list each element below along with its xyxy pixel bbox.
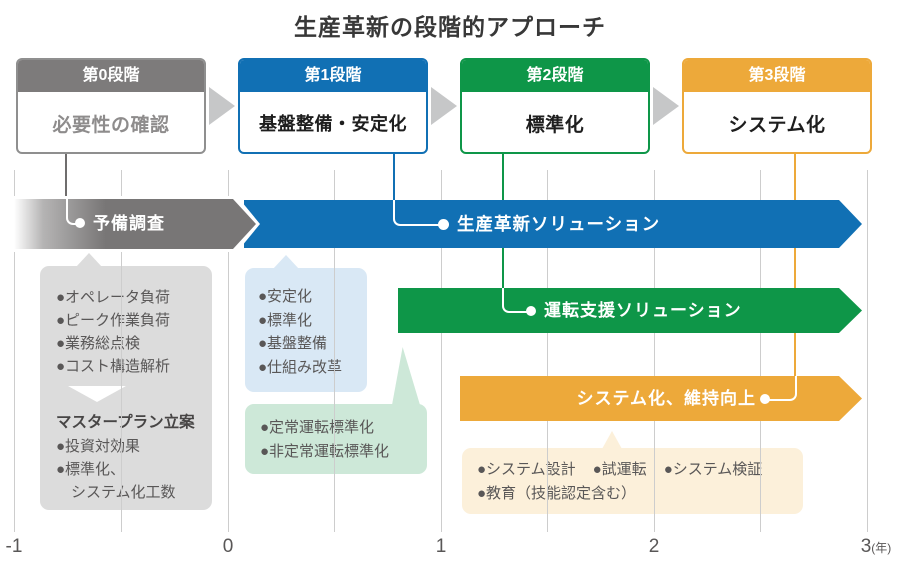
stage-box-1: 第1段階 基盤整備・安定化 bbox=[238, 58, 428, 154]
bar-operation-support-solution: 運転支援ソリューション bbox=[398, 288, 862, 333]
tick-suffix: (年) bbox=[871, 541, 892, 555]
stage1-item-list: ●安定化 ●標準化 ●基盤整備 ●仕組み改革 bbox=[258, 285, 363, 379]
elbow-connector bbox=[66, 199, 81, 225]
list-item: ●基盤整備 bbox=[258, 335, 328, 352]
page-title: 生産革新の段階的アプローチ bbox=[294, 14, 606, 40]
bullet-dot bbox=[760, 394, 770, 404]
masterplan-item-list: ●投資対効果 ●標準化、 システム化工数 bbox=[56, 435, 204, 504]
callout-tail-up bbox=[76, 253, 102, 267]
bar-label: 生産革新ソリューション bbox=[457, 214, 661, 234]
stage-title: 必要性の確認 bbox=[52, 114, 170, 136]
list-item: ●投資対効果 bbox=[56, 438, 141, 455]
gridline bbox=[14, 170, 15, 532]
preliminary-item-list: ●オペレータ負荷 ●ピーク作業負荷 ●業務総点検 ●コスト構造解析 bbox=[56, 286, 204, 378]
callout-stage1-details: ●安定化 ●標準化 ●基盤整備 ●仕組み改革 bbox=[245, 255, 367, 392]
elbow-connector bbox=[393, 200, 445, 226]
callout-tail-diagonal bbox=[392, 347, 420, 405]
connector-stage1-line bbox=[393, 152, 395, 210]
stage-title: 標準化 bbox=[525, 114, 585, 136]
list-item: ●教育（技能認定含む） bbox=[477, 485, 637, 502]
axis-tick-label: 3(年) bbox=[861, 536, 892, 558]
stage-header: 第2段階 bbox=[462, 60, 648, 92]
axis-tick-label: 0 bbox=[223, 536, 234, 558]
down-triangle-icon bbox=[68, 386, 126, 402]
gridline bbox=[760, 170, 761, 532]
stage-box-2: 第2段階 標準化 bbox=[460, 58, 650, 154]
stage-box-3: 第3段階 システム化 bbox=[682, 58, 872, 154]
bar-preliminary-survey: 予備調査 bbox=[14, 199, 256, 249]
callout-stage3-details: ●システム設計 ●試運転 ●システム検証 ●教育（技能認定含む） bbox=[462, 431, 803, 514]
bullet-dot bbox=[438, 219, 449, 230]
bullet-dot bbox=[75, 218, 85, 228]
list-item: ●標準化、 bbox=[56, 461, 126, 478]
stage-header: 第1段階 bbox=[240, 60, 426, 92]
list-item: ●安定化 bbox=[258, 288, 313, 305]
stage3-item-row: ●システム設計 ●試運転 ●システム検証 bbox=[477, 458, 797, 482]
tick-main: 1 bbox=[435, 536, 447, 557]
elbow-connector bbox=[766, 376, 797, 401]
axis-tick-label: 1 bbox=[436, 536, 447, 558]
stage2-item-list: ●定常運転標準化 ●非定常運転標準化 bbox=[260, 416, 423, 464]
connector-stage0-line bbox=[65, 152, 67, 210]
right-arrow-icon bbox=[431, 87, 457, 125]
elbow-connector bbox=[502, 288, 534, 313]
bar-production-innovation-solution: 生産革新ソリューション bbox=[244, 200, 862, 248]
list-item: ●試運転 bbox=[592, 461, 647, 478]
list-item: ●非定常運転標準化 bbox=[260, 443, 390, 460]
tick-main: -1 bbox=[5, 536, 23, 557]
callout-tail-up bbox=[273, 255, 299, 269]
tick-main: 0 bbox=[222, 536, 234, 557]
stage-header: 第3段階 bbox=[684, 60, 870, 92]
stage-title: システム化 bbox=[728, 114, 826, 136]
bar-label: 運転支援ソリューション bbox=[544, 301, 742, 320]
stage-box-0: 第0段階 必要性の確認 bbox=[16, 58, 206, 154]
list-item: ●仕組み改革 bbox=[258, 358, 343, 376]
right-arrow-icon bbox=[653, 87, 679, 125]
list-item: ●コスト構造解析 bbox=[56, 358, 171, 375]
axis-tick-label: 2 bbox=[649, 536, 660, 558]
list-item: ●ピーク作業負荷 bbox=[56, 312, 171, 329]
list-item: ●定常運転標準化 bbox=[260, 419, 375, 436]
list-item: ●システム設計 bbox=[477, 461, 576, 478]
stage-header: 第0段階 bbox=[18, 60, 204, 92]
bar-label: 予備調査 bbox=[93, 214, 165, 233]
axis-tick-label: -1 bbox=[6, 536, 23, 558]
gridline bbox=[654, 170, 655, 532]
gridline bbox=[547, 170, 548, 532]
gridline bbox=[867, 170, 868, 532]
right-arrow-icon bbox=[209, 87, 235, 125]
list-item: ●システム検証 bbox=[663, 461, 763, 478]
list-item: ●業務総点検 bbox=[56, 335, 141, 352]
gridline bbox=[334, 170, 335, 532]
bar-systemization-maintenance: システム化、維持向上 bbox=[460, 376, 862, 421]
gridline bbox=[441, 170, 442, 532]
callout-tail-up bbox=[602, 431, 622, 449]
gridline bbox=[121, 170, 122, 532]
list-item: ●標準化 bbox=[258, 311, 313, 329]
bar-label: システム化、維持向上 bbox=[576, 389, 756, 408]
list-item: ●オペレータ負荷 bbox=[56, 289, 171, 306]
tick-main: 3 bbox=[860, 536, 872, 557]
bullet-dot bbox=[526, 306, 536, 316]
stage-title: 基盤整備・安定化 bbox=[259, 114, 407, 134]
callout-preliminary-survey: ●オペレータ負荷 ●ピーク作業負荷 ●業務総点検 ●コスト構造解析 マスタープラ… bbox=[40, 253, 212, 510]
masterplan-subtitle: マスタープラン立案 bbox=[56, 414, 195, 431]
gridline bbox=[228, 170, 229, 532]
list-item: システム化工数 bbox=[71, 484, 176, 501]
connector-stage3-line bbox=[794, 152, 796, 380]
tick-main: 2 bbox=[648, 536, 660, 557]
callout-stage2-details: ●定常運転標準化 ●非定常運転標準化 bbox=[245, 404, 427, 474]
